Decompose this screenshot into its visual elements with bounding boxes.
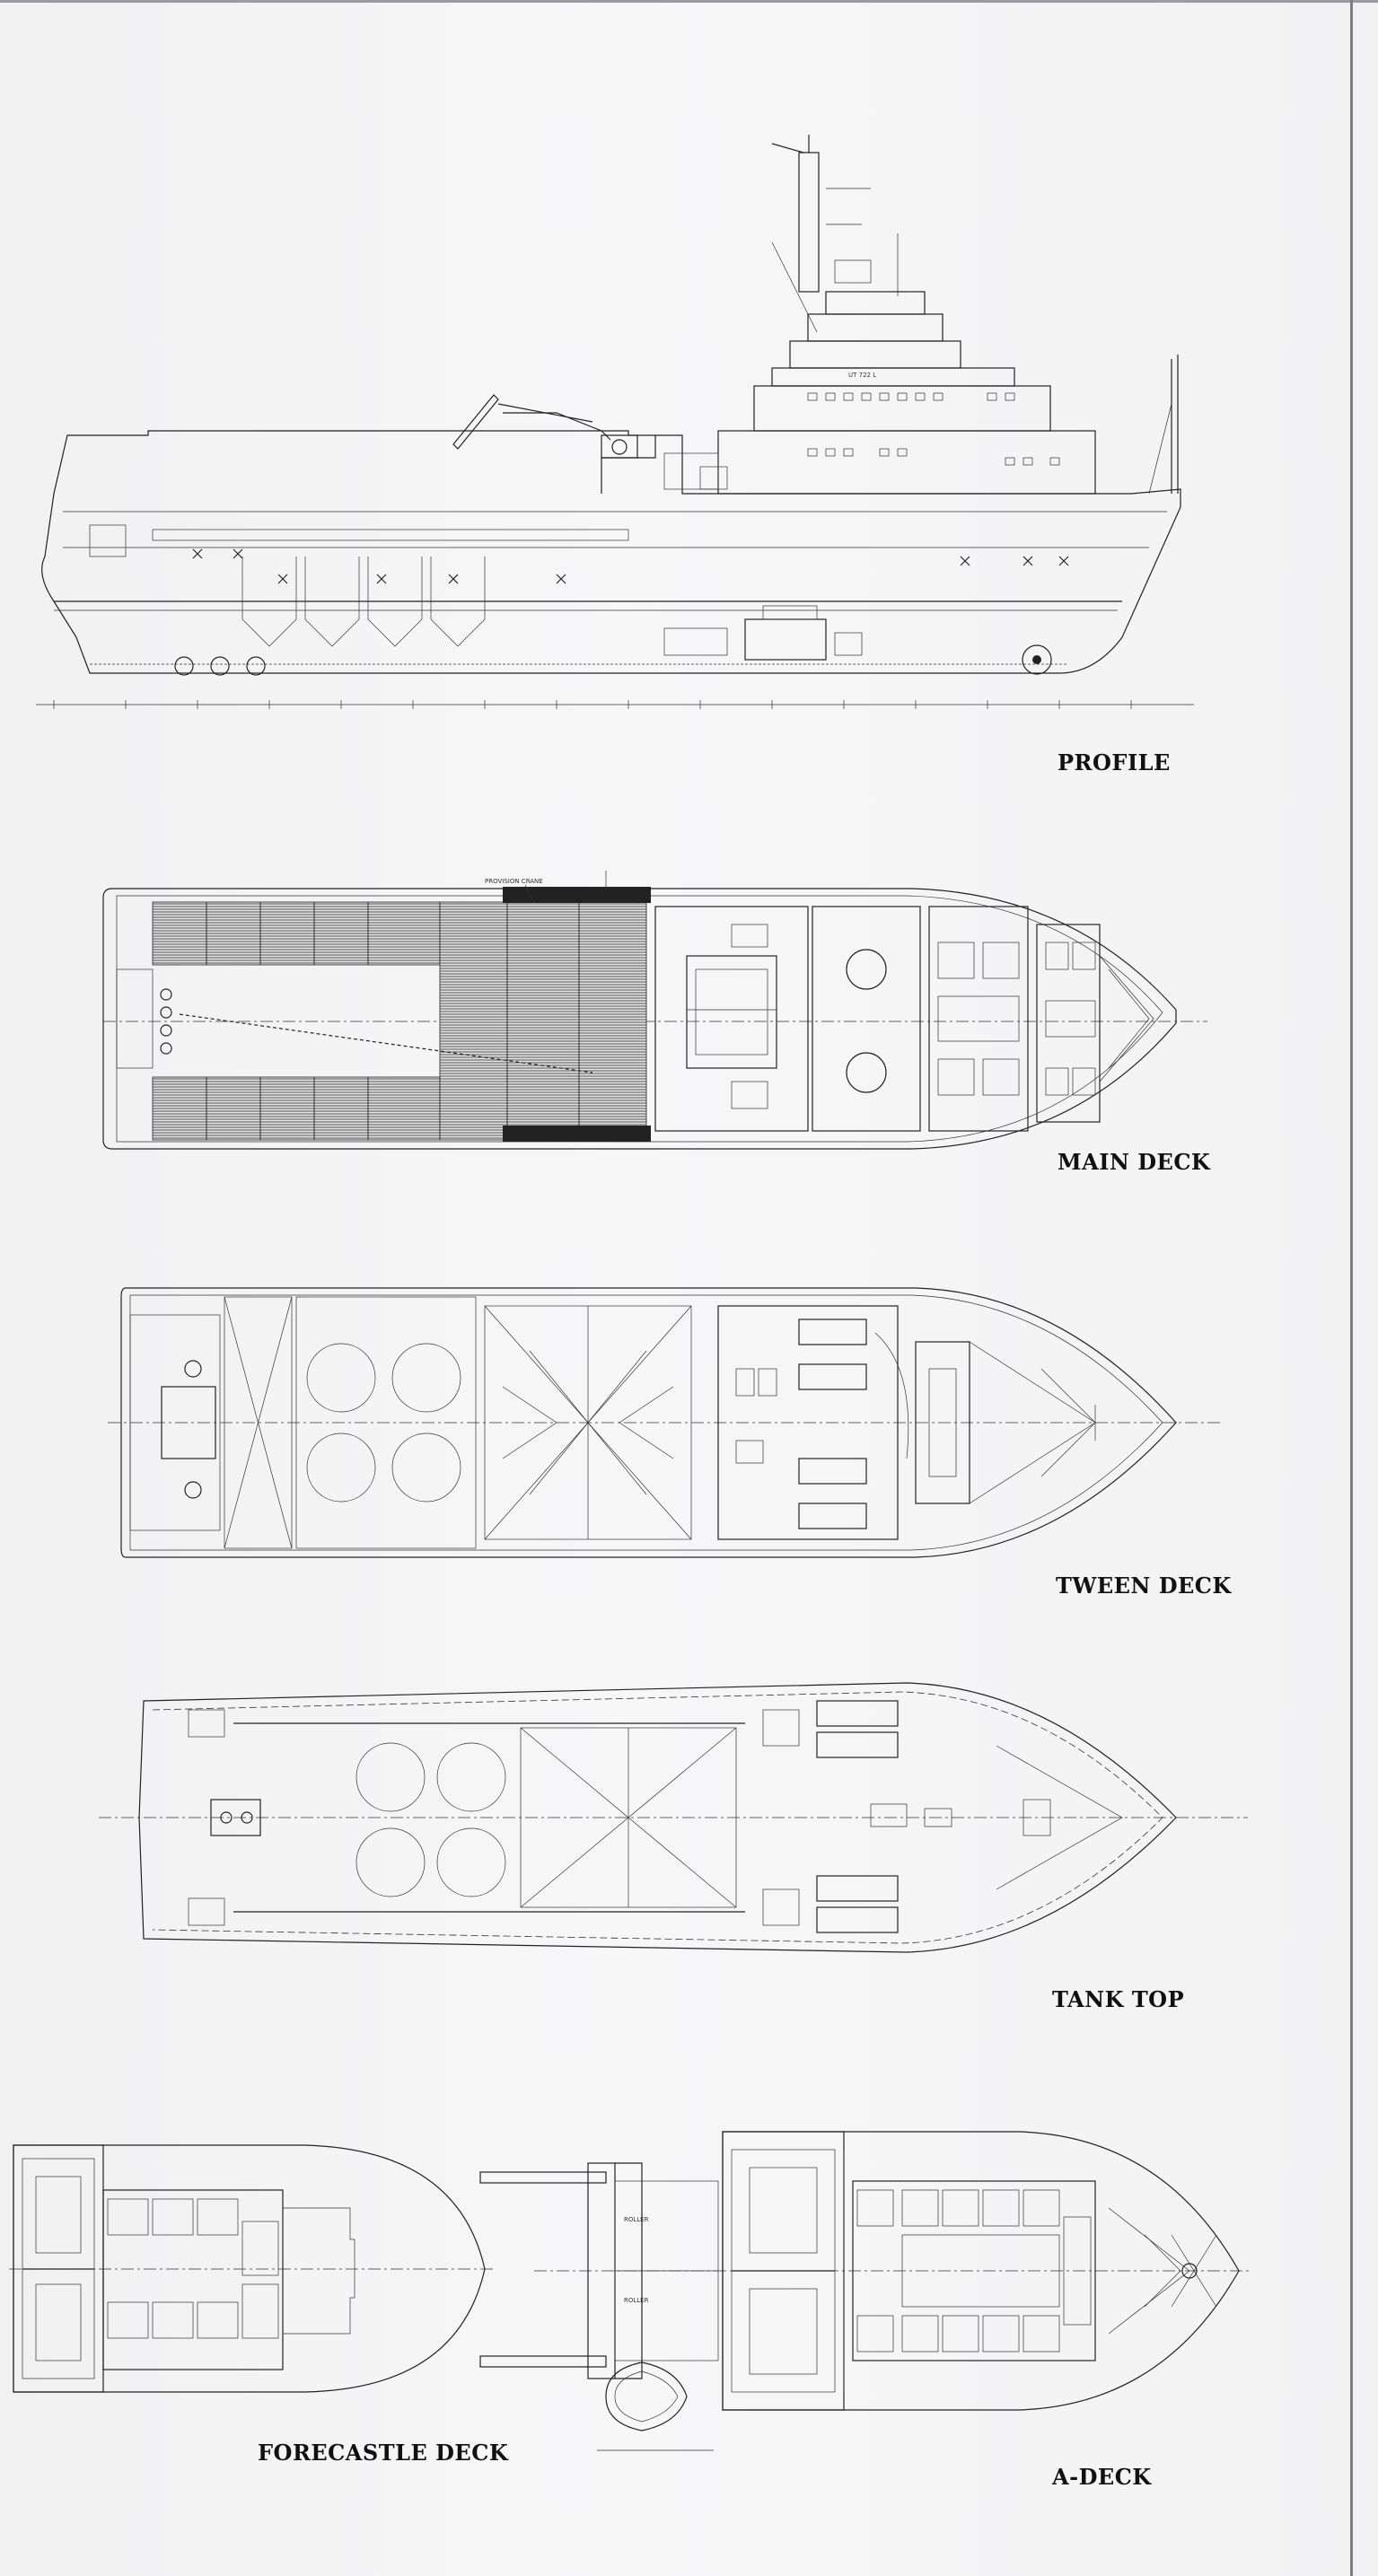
tank-top-drawing (99, 1682, 1248, 1953)
generator-sets (762, 1700, 952, 1933)
rail-fwd-stbd (503, 887, 651, 903)
profile-drawing: UT 722 L (36, 135, 1194, 709)
portholes (807, 392, 1060, 466)
superstructure (601, 291, 1096, 495)
tween-deck-outline (120, 1287, 1177, 1558)
frame-ticks (53, 700, 1132, 709)
deck-crane (452, 394, 638, 459)
crane-house (663, 452, 719, 490)
cargo-deck-port (152, 1076, 441, 1141)
tween-deck-drawing (108, 1287, 1221, 1558)
cargo-deck-stbd (152, 901, 441, 966)
tow-chain (179, 1013, 593, 1073)
stern-pins (160, 988, 172, 1055)
mud-tanks (295, 1296, 477, 1549)
boom-stbd (479, 2171, 607, 2184)
a-deck-cabins (852, 2180, 1096, 2361)
frame-crosses (192, 548, 1069, 584)
rescue-boat (605, 2361, 688, 2431)
rail-fwd-port (503, 1126, 651, 1142)
sheet-right-border (1350, 0, 1353, 2576)
aft-bays (224, 1296, 293, 1549)
forecastle-deck-label: FORECASTLE DECK (258, 2440, 509, 2466)
tanktop-circles (355, 1742, 506, 1897)
cargo-rail (152, 529, 629, 541)
hull-outline (41, 430, 1181, 674)
cargo-deck-center (439, 901, 647, 1141)
roller-label-stbd: ROLLER (624, 2216, 649, 2223)
a-deck-label: A-DECK (1052, 2464, 1152, 2490)
machinery-1 (663, 627, 728, 656)
main-engine (744, 618, 827, 661)
tank-silos (241, 556, 486, 647)
forecastle-deck-drawing (9, 2144, 494, 2393)
winch-room (654, 906, 809, 1132)
boom-port (479, 2355, 607, 2368)
provision-crane-note: PROVISION CRANE (485, 878, 543, 885)
engine-room-tween (717, 1305, 909, 1540)
tank-top-outline (138, 1682, 1177, 1953)
forward-mast (1148, 355, 1179, 495)
main-deck-drawing: PROVISION CRANE (102, 871, 1207, 1150)
main-deck-label: MAIN DECK (1058, 1149, 1211, 1175)
tween-deck-label: TWEEN DECK (1056, 1573, 1232, 1599)
a-deck-drawing: ROLLER ROLLER (479, 2131, 1252, 2451)
main-deck-outline (102, 888, 1177, 1150)
forecastle-cabins (102, 2189, 284, 2370)
a-deck-outline (722, 2131, 1240, 2411)
bulk-tanks (484, 1305, 692, 1540)
bow-compartment (915, 1341, 970, 1504)
main-mast (771, 135, 899, 333)
tank-top-label: TANK TOP (1052, 1986, 1185, 2012)
stern-drums (174, 644, 1052, 676)
profile-label: PROFILE (1058, 749, 1171, 775)
sheet-top-border (0, 0, 1378, 3)
hull-marking: UT 722 L (848, 372, 876, 379)
stern-roller-frame (89, 524, 127, 557)
tanktop-bulk (520, 1727, 737, 1908)
roller-label-port: ROLLER (624, 2297, 649, 2304)
accommodation-block (812, 906, 1101, 1132)
forecastle-outline (13, 2144, 486, 2393)
